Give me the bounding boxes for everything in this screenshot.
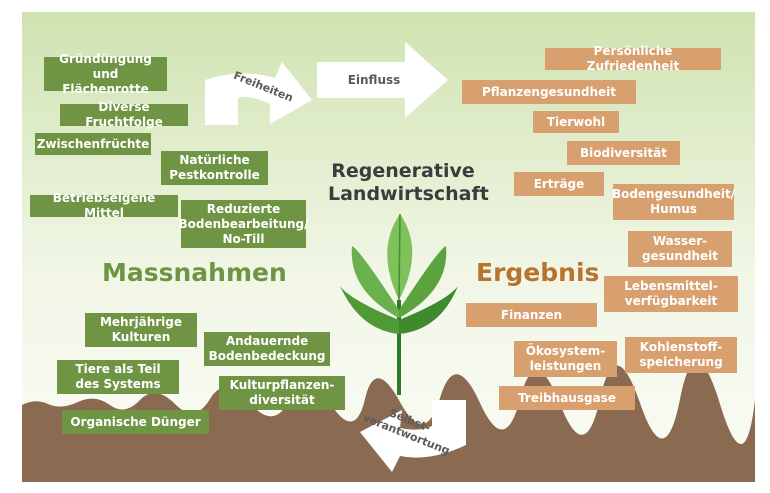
massnahme-box: Andauernde Bodenbedeckung (204, 332, 330, 366)
ergebnis-box: Tierwohl (533, 111, 619, 133)
einfluss-label: Einfluss (348, 73, 401, 87)
massnahme-box: Kulturpflanzen- diversität (219, 376, 345, 410)
selbstverantwortung-arrow (360, 400, 466, 472)
ergebnis-box: Kohlenstoff- speicherung (625, 337, 737, 373)
ergebnis-box: Pflanzengesundheit (462, 80, 636, 104)
ergebnis-box: Biodiversität (567, 141, 680, 165)
massnahme-box: Organische Dünger (62, 410, 209, 434)
massnahme-box: Betriebseigene Mittel (30, 191, 178, 220)
massnahme-box: Mehrjährige Kulturen (85, 313, 197, 347)
plant-icon (340, 213, 458, 395)
massnahme-box: Natürliche Pestkontrolle (161, 151, 268, 185)
massnahme-box: Gründüngung und Flächenrotte (44, 52, 167, 96)
einfluss-arrow (317, 42, 448, 118)
ergebnis-box: Treibhausgase (499, 386, 635, 410)
massnahme-box: Zwischenfrüchte (35, 133, 151, 155)
massnahme-box: Diverse Fruchtfolge (60, 100, 188, 129)
freiheiten-arrow (205, 62, 312, 125)
ergebnis-box: Finanzen (466, 303, 597, 327)
ergebnis-box: Ökosystem- leistungen (514, 341, 617, 377)
massnahmen-heading: Massnahmen (102, 258, 287, 287)
ergebnis-box: Wasser- gesundheit (628, 231, 732, 267)
ergebnis-box: Lebensmittel- verfügbarkeit (604, 276, 738, 312)
diagram-title: Regenerative Landwirtschaft (328, 160, 489, 205)
ergebnis-heading: Ergebnis (476, 258, 600, 287)
ergebnis-box: Persönliche Zufriedenheit (545, 44, 721, 73)
massnahme-box: Tiere als Teil des Systems (57, 360, 179, 394)
massnahme-box: Reduzierte Bodenbearbeitung/ No-Till (178, 200, 309, 248)
ergebnis-box: Erträge (514, 172, 604, 196)
ergebnis-box: Bodengesundheit/ Humus (612, 184, 735, 220)
